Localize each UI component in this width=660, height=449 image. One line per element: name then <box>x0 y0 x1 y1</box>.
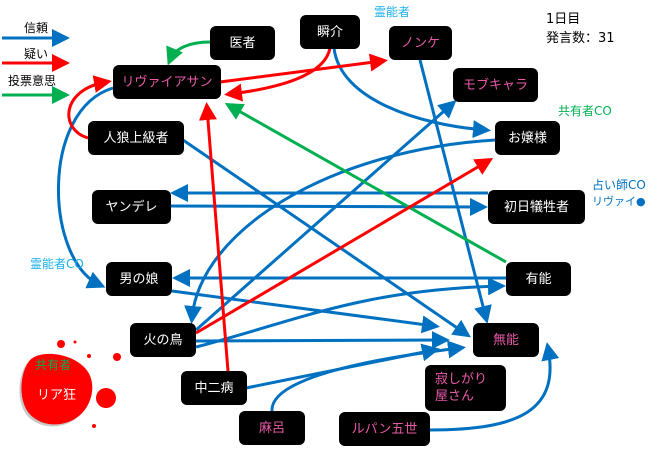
edge-jinrou-munou <box>182 138 471 338</box>
node-sabishigari[interactable]: 寂しがり屋さん <box>425 365 506 411</box>
edge-nonke-munou <box>418 59 492 324</box>
day-label: 1日目 <box>546 12 581 27</box>
seer-co-label: 占い師CO <box>592 178 646 192</box>
node-maro[interactable]: 麻呂 <box>239 411 305 445</box>
node-shonichi[interactable]: 初日犠牲者 <box>488 190 585 224</box>
node-yuunou[interactable]: 有能 <box>506 262 571 296</box>
node-jinrou[interactable]: 人狼上級者 <box>88 121 184 155</box>
edge-hinotori-munou <box>195 331 450 350</box>
edge-hinotori-yuunou <box>195 277 506 349</box>
node-isha[interactable]: 医者 <box>210 26 275 60</box>
edge-chuuni-leviathan <box>198 102 230 372</box>
medium-co-label: 霊能者CO <box>30 257 84 271</box>
edge-jinrou-leviathan <box>67 75 112 140</box>
post-count: 発言数：31 <box>546 31 615 46</box>
node-shunsuke[interactable]: 瞬介 <box>300 15 360 49</box>
node-nonke[interactable]: ノンケ <box>389 26 452 60</box>
node-leviathan[interactable]: リヴァイアサン <box>113 65 221 99</box>
legend-doubt-label: 疑い <box>24 47 49 61</box>
edge-otokonoko-munou <box>171 289 440 334</box>
edge-yuunou-leviathan <box>224 103 507 264</box>
medium-top-label: 霊能者 <box>374 5 411 19</box>
node-lupin[interactable]: ルパン五世 <box>339 412 430 446</box>
edge-leviathan-otokonoko <box>56 86 114 289</box>
edge-hinotori-mobchara <box>195 100 457 332</box>
edge-lupin-munou <box>429 342 560 432</box>
edge-yandere-shonichi <box>169 197 488 216</box>
node-chuuni[interactable]: 中二病 <box>181 371 247 405</box>
seer-result-label: リヴァイ● <box>592 195 646 208</box>
blood-splash-icon <box>19 340 121 428</box>
node-mobchara[interactable]: モブキャラ <box>453 68 538 102</box>
edge-maro-munou <box>270 340 466 412</box>
edge-isha-leviathan <box>166 40 211 66</box>
node-ojousama[interactable]: お嬢様 <box>495 121 560 155</box>
edge-hinotori-ojousama <box>195 157 494 335</box>
node-hinotori[interactable]: 火の鳥 <box>130 323 196 357</box>
node-munou[interactable]: 無能 <box>473 323 539 357</box>
edge-shunsuke-leviathan <box>224 47 332 102</box>
share-co-label: 共有者CO <box>558 104 612 118</box>
legend-vote-label: 投票意思 <box>8 74 57 88</box>
node-yandere[interactable]: ヤンデレ <box>92 190 171 224</box>
share-dead-label: 共有者 <box>35 358 72 372</box>
edge-ojousama-hinotori <box>184 138 496 324</box>
node-otokonoko[interactable]: 男の娘 <box>106 262 172 296</box>
legend-trust-label: 信頼 <box>24 21 49 35</box>
node-riakyou: リア狂 <box>37 388 77 403</box>
edge-leviathan-nonke <box>219 53 388 84</box>
